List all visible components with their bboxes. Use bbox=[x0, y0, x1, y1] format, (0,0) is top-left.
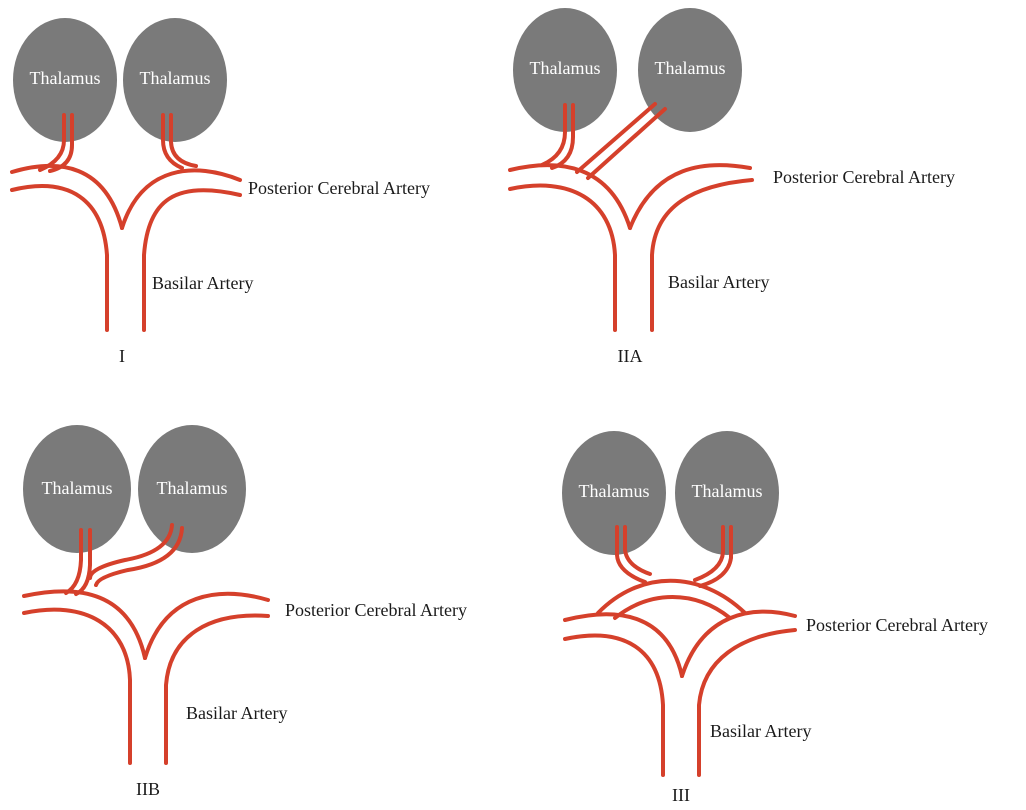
right-thalamus bbox=[138, 425, 246, 553]
basilar-and-posterior-cerebral-arteries bbox=[563, 609, 797, 777]
right-thalamus bbox=[675, 431, 779, 555]
posterior-cerebral-artery-label: Posterior Cerebral Artery bbox=[248, 178, 430, 198]
panel-type-iia: Thalamus Thalamus Posterior Cerebral Art… bbox=[508, 8, 955, 366]
posterior-cerebral-artery-label: Posterior Cerebral Artery bbox=[806, 615, 988, 635]
right-thalamus-label: Thalamus bbox=[655, 58, 726, 78]
right-thalamus-label: Thalamus bbox=[157, 478, 228, 498]
left-thalamus bbox=[562, 431, 666, 555]
basilar-artery-label: Basilar Artery bbox=[668, 272, 769, 292]
thalamoperforating-arteries bbox=[38, 113, 198, 173]
posterior-cerebral-artery-label: Posterior Cerebral Artery bbox=[285, 600, 467, 620]
left-thalamus-label: Thalamus bbox=[579, 481, 650, 501]
panel-caption: I bbox=[119, 346, 125, 366]
panel-type-iii: Thalamus Thalamus Posterior Cerebral Art… bbox=[562, 431, 988, 805]
basilar-and-posterior-cerebral-arteries bbox=[10, 164, 242, 332]
communicating-arch bbox=[596, 578, 747, 620]
panel-type-i: Thalamus Thalamus Posterior Cerebral Art… bbox=[10, 18, 430, 366]
right-thalamus bbox=[638, 8, 742, 132]
panel-caption: III bbox=[672, 785, 690, 805]
basilar-and-posterior-cerebral-arteries bbox=[22, 589, 270, 765]
basilar-artery-label: Basilar Artery bbox=[186, 703, 287, 723]
panel-type-iib: Thalamus Thalamus Posterior Cerebral Art… bbox=[22, 425, 467, 799]
thalamoperforating-arteries bbox=[615, 525, 733, 588]
basilar-and-posterior-cerebral-arteries bbox=[508, 163, 754, 332]
left-thalamus-label: Thalamus bbox=[30, 68, 101, 88]
right-thalamus-label: Thalamus bbox=[140, 68, 211, 88]
left-thalamus-label: Thalamus bbox=[530, 58, 601, 78]
left-thalamus bbox=[23, 425, 131, 553]
right-thalamus-label: Thalamus bbox=[692, 481, 763, 501]
panel-caption: IIB bbox=[136, 779, 160, 799]
left-thalamus bbox=[13, 18, 117, 142]
posterior-cerebral-artery-label: Posterior Cerebral Artery bbox=[773, 167, 955, 187]
basilar-artery-label: Basilar Artery bbox=[710, 721, 811, 741]
left-thalamus bbox=[513, 8, 617, 132]
right-thalamus bbox=[123, 18, 227, 142]
left-thalamus-label: Thalamus bbox=[42, 478, 113, 498]
basilar-artery-label: Basilar Artery bbox=[152, 273, 253, 293]
panel-caption: IIA bbox=[618, 346, 643, 366]
